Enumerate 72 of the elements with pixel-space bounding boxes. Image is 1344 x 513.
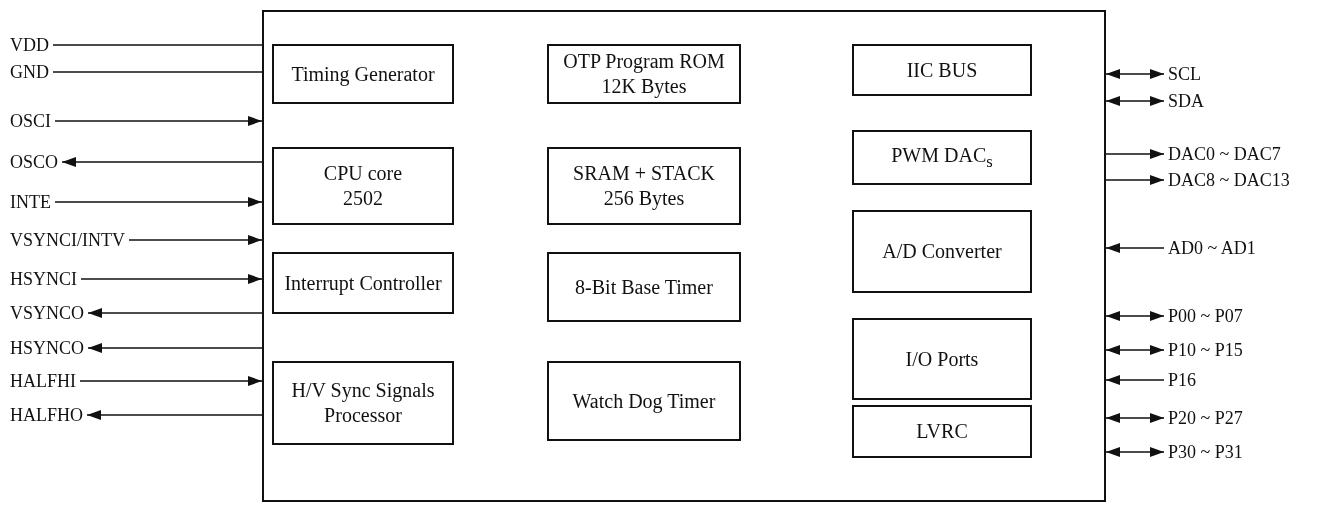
block-label: I/O Ports xyxy=(905,346,979,372)
pin-arrow xyxy=(1105,96,1165,106)
pin-arrow xyxy=(1105,69,1165,79)
function-block xyxy=(547,361,741,441)
pin-arrow xyxy=(54,116,263,126)
pin-label: OSCO xyxy=(10,151,58,173)
function-block xyxy=(272,147,454,225)
pin-label: GND xyxy=(10,61,49,83)
pin-arrow xyxy=(1105,149,1165,159)
pin-arrow xyxy=(1105,345,1165,355)
pin-arrow xyxy=(86,410,263,420)
pin-line xyxy=(52,71,263,73)
function-block xyxy=(547,44,741,104)
function-block xyxy=(852,44,1032,96)
pin-label: P00 ~ P07 xyxy=(1168,305,1243,327)
pin-arrow xyxy=(1105,413,1165,423)
pin-label: INTE xyxy=(10,191,51,213)
pin-label: P16 xyxy=(1168,369,1196,391)
pin-arrow xyxy=(128,235,263,245)
chip-outline xyxy=(262,10,1106,502)
block-label: CPU core xyxy=(323,161,403,186)
function-block xyxy=(852,130,1032,185)
block-label: PWM DAC$_{s}$ xyxy=(891,142,993,173)
pin-label: DAC8 ~ DAC13 xyxy=(1168,169,1290,191)
pin-arrow xyxy=(79,376,263,386)
block-label: Watch Dog Timer xyxy=(572,388,716,414)
pin-label: VSYNCO xyxy=(10,302,84,324)
pin-arrow xyxy=(87,308,263,318)
pin-label: HSYNCO xyxy=(10,337,84,359)
pin-label: VDD xyxy=(10,34,49,56)
block-label: LVRC xyxy=(916,419,968,444)
pin-label: HALFHO xyxy=(10,404,83,426)
block-label: IIC BUS xyxy=(906,57,978,83)
pin-arrow xyxy=(87,343,263,353)
pin-arrow xyxy=(80,274,263,284)
block-label: 8-Bit Base Timer xyxy=(575,274,713,300)
pin-line xyxy=(52,44,263,46)
function-block xyxy=(852,405,1032,458)
block-label: 256 Bytes xyxy=(603,186,685,211)
pin-label: P20 ~ P27 xyxy=(1168,407,1243,429)
pin-arrow xyxy=(1105,375,1165,385)
pin-label: P30 ~ P31 xyxy=(1168,441,1243,463)
block-label: Timing Generator xyxy=(291,61,435,87)
function-block xyxy=(547,252,741,322)
function-block xyxy=(852,210,1032,293)
pin-arrow xyxy=(1105,311,1165,321)
pin-arrow xyxy=(54,197,263,207)
pin-label: HSYNCI xyxy=(10,268,77,290)
function-block xyxy=(272,252,454,314)
pin-label: DAC0 ~ DAC7 xyxy=(1168,143,1281,165)
function-block xyxy=(547,147,741,225)
block-label: 12K Bytes xyxy=(601,74,687,99)
function-block xyxy=(852,318,1032,400)
function-block xyxy=(272,44,454,104)
pin-label: VSYNCI/INTV xyxy=(10,229,125,251)
block-label: OTP Program ROM xyxy=(563,49,725,74)
pin-label: HALFHI xyxy=(10,370,76,392)
pin-label: P10 ~ P15 xyxy=(1168,339,1243,361)
block-label: A/D Converter xyxy=(882,239,1002,264)
pin-label: AD0 ~ AD1 xyxy=(1168,237,1256,259)
pin-label: OSCI xyxy=(10,110,51,132)
pin-label: SCL xyxy=(1168,63,1201,85)
block-label: SRAM + STACK xyxy=(573,161,715,186)
pin-label: SDA xyxy=(1168,90,1204,112)
pin-arrow xyxy=(1105,447,1165,457)
block-label: 2502 xyxy=(343,186,383,211)
block-label: H/V Sync Signals Processor xyxy=(290,378,436,428)
function-block xyxy=(272,361,454,445)
pin-arrow xyxy=(1105,243,1165,253)
pin-arrow xyxy=(1105,175,1165,185)
block-label: Interrupt Controller xyxy=(284,270,442,296)
pin-arrow xyxy=(61,157,263,167)
